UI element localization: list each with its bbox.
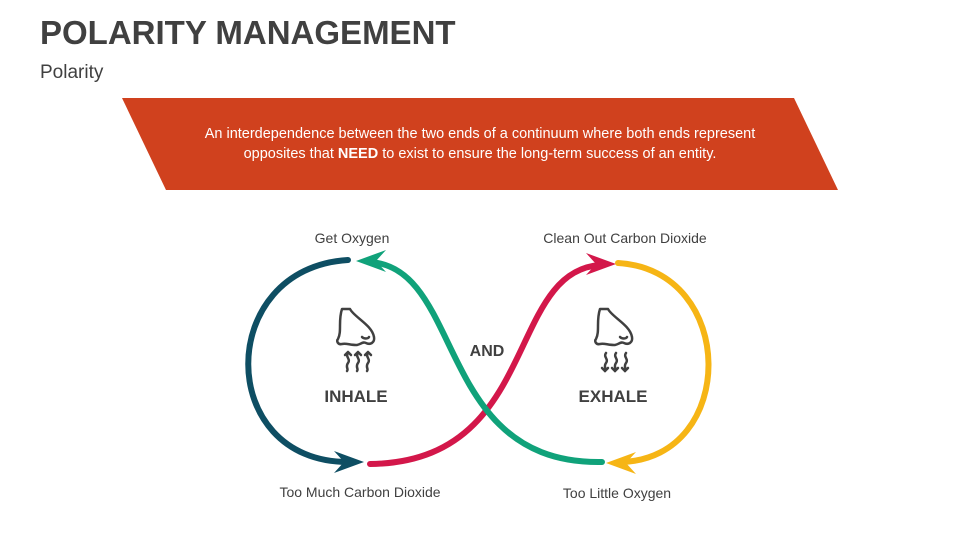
yellow-arrow xyxy=(615,260,712,465)
banner-text: An interdependence between the two ends … xyxy=(182,124,778,164)
crimson-arrow xyxy=(367,262,603,467)
exhale-label: EXHALE xyxy=(578,387,648,406)
banner-text-part1: An interdependence between the two ends … xyxy=(204,126,756,162)
and-connector: AND xyxy=(469,343,505,360)
label-too-much-co2: Too Much Carbon Dioxide xyxy=(279,484,441,500)
label-get-oxygen: Get Oxygen xyxy=(314,230,390,246)
yellow-arrowhead xyxy=(606,452,636,474)
nose-inhale-icon xyxy=(335,307,376,373)
crimson-arrowhead xyxy=(586,253,616,275)
page-subtitle: Polarity xyxy=(40,62,104,83)
nose-exhale-icon xyxy=(593,307,634,373)
banner-text-part2: to exist to ensure the long-term success… xyxy=(378,146,717,162)
banner-shape xyxy=(122,98,838,190)
dark-teal-arrowhead xyxy=(334,451,364,473)
banner-text-bold: NEED xyxy=(337,146,379,162)
dark-teal-arrow xyxy=(245,257,351,465)
page-title: POLARITY MANAGEMENT xyxy=(40,14,456,51)
definition-banner: An interdependence between the two ends … xyxy=(122,98,838,190)
inhale-label: INHALE xyxy=(324,387,388,406)
label-clean-out-co2: Clean Out Carbon Dioxide xyxy=(543,230,707,246)
label-too-little-oxygen: Too Little Oxygen xyxy=(562,485,672,501)
green-arrow xyxy=(367,259,605,466)
green-arrowhead xyxy=(356,250,386,272)
